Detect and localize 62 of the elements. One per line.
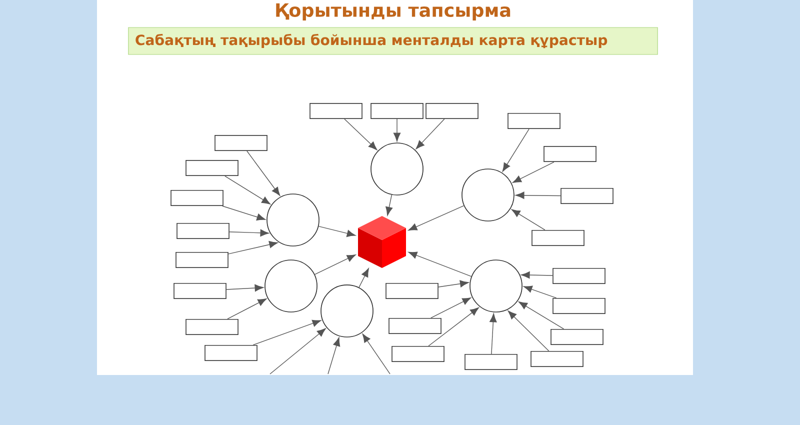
arrow — [314, 254, 356, 275]
arrow — [270, 328, 326, 374]
circle — [266, 194, 320, 246]
circle — [470, 260, 522, 312]
circle — [320, 284, 374, 338]
empty-box — [370, 102, 424, 120]
empty-box — [214, 134, 268, 152]
empty-box — [386, 282, 438, 300]
empty-box — [310, 102, 362, 120]
circle — [370, 142, 424, 196]
arrow — [229, 229, 270, 236]
empty-box — [186, 160, 238, 176]
cube — [358, 216, 406, 268]
arrow — [358, 268, 369, 288]
empty-box — [388, 318, 442, 334]
empty-box — [186, 318, 238, 336]
empty-box — [552, 298, 606, 314]
circle — [462, 168, 514, 222]
arrow — [523, 286, 557, 298]
arrow — [408, 252, 472, 277]
empty-box — [544, 146, 596, 162]
empty-box — [204, 344, 258, 362]
arrow — [226, 284, 264, 292]
arrow — [430, 297, 472, 318]
empty-box — [176, 252, 228, 268]
title: Қорытынды тапсырма — [276, 3, 510, 21]
empty-box — [176, 222, 230, 240]
empty-box — [426, 102, 478, 120]
arrow — [521, 271, 553, 279]
arrow — [227, 298, 267, 320]
arrow — [393, 118, 401, 142]
arrow — [362, 334, 390, 374]
empty-box — [392, 346, 444, 362]
arrow — [328, 337, 340, 374]
arrow — [228, 241, 278, 254]
empty-box — [508, 112, 560, 130]
empty-box — [532, 230, 584, 246]
empty-box — [464, 354, 518, 370]
arrow — [246, 150, 280, 196]
arrow — [438, 280, 469, 288]
arrow — [502, 128, 530, 172]
empty-box — [174, 282, 226, 300]
arrow — [515, 192, 561, 199]
empty-box — [550, 328, 604, 346]
arrow — [318, 226, 356, 237]
arrow — [490, 313, 497, 354]
arrow — [222, 206, 266, 221]
arrow — [344, 118, 378, 150]
arrow — [416, 118, 445, 150]
empty-box — [560, 188, 614, 204]
circle — [264, 260, 318, 312]
empty-box — [530, 350, 584, 368]
empty-box — [170, 190, 224, 206]
arrow — [252, 320, 322, 346]
arrow — [518, 302, 564, 330]
banner-box: Сабақтың тақырыбы бойынша менталды карта құрастыр — [128, 27, 658, 55]
arrow — [511, 209, 546, 230]
arrow — [386, 194, 393, 216]
empty-box — [552, 268, 606, 284]
arrow — [408, 205, 464, 231]
arrow — [224, 176, 271, 204]
arrow — [512, 162, 554, 183]
